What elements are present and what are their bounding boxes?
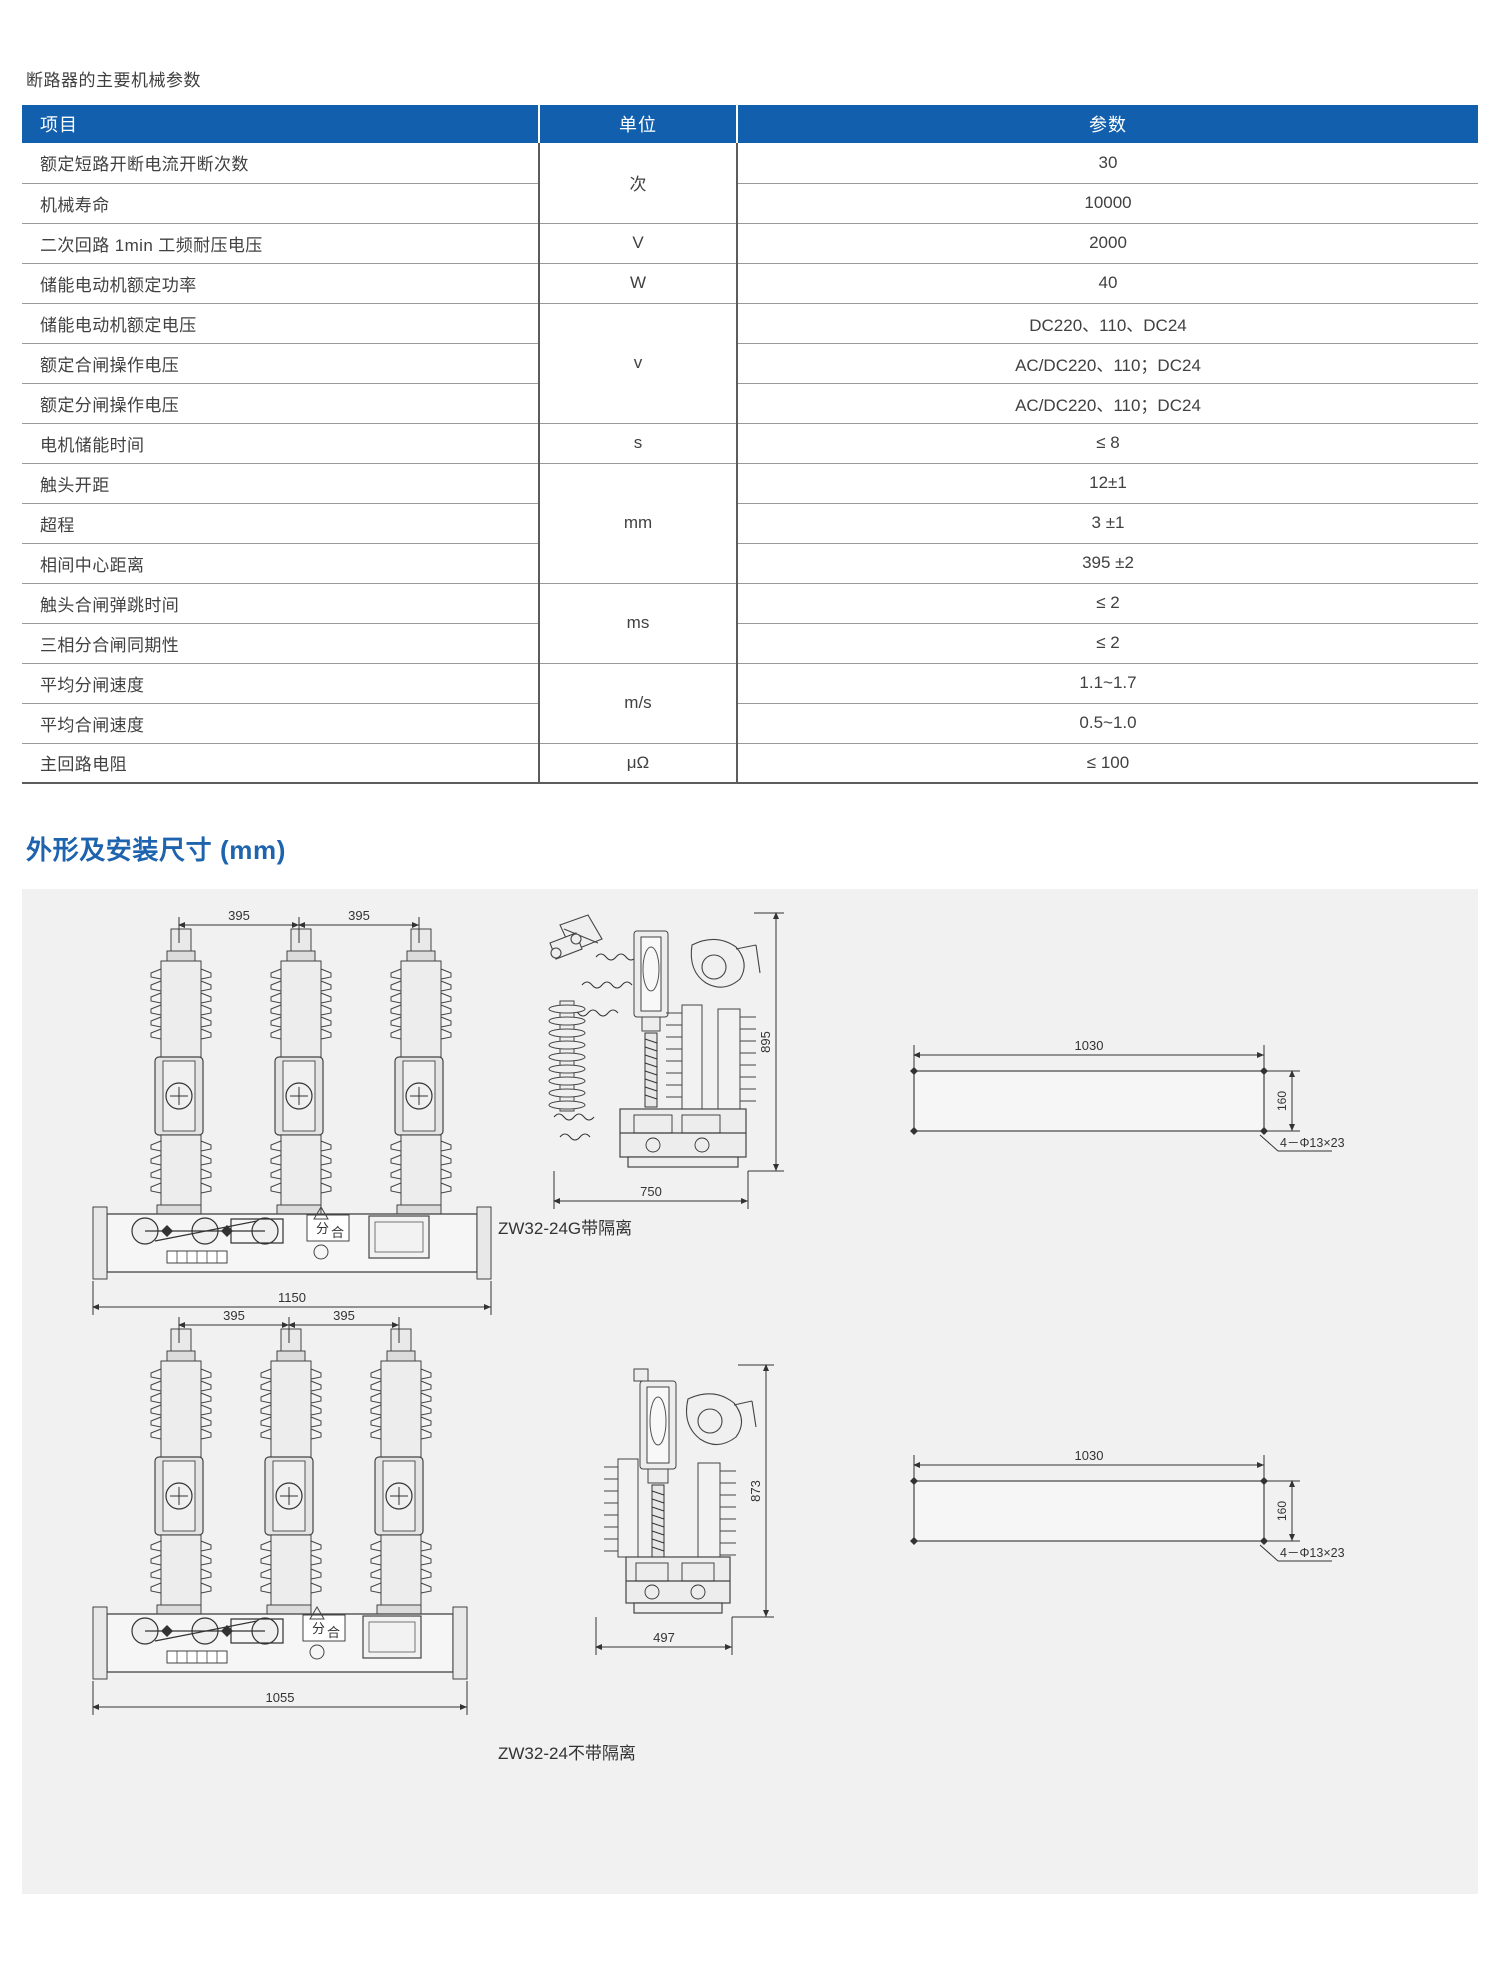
dim-1150: 1150 (278, 1290, 306, 1305)
row-unit: W (539, 263, 738, 304)
row-item-label: 机械寿命 (22, 183, 540, 224)
row-item-label: 相间中心距离 (22, 543, 540, 584)
table-caption: 断路器的主要机械参数 (26, 71, 201, 90)
table-row: 超程 3 ±1 (22, 503, 1478, 544)
row-unit: v (539, 303, 738, 424)
table-row: 额定短路开断电流开断次数 次 30 (22, 143, 1478, 224)
bottom-front-view: 395 395 (92, 1308, 468, 1715)
bottom-side-view: 873 497 (595, 1364, 774, 1655)
table-row: 电机储能时间 s ≤ 8 (22, 423, 1478, 464)
dimensions-heading: 外形及安装尺寸 (mm) (26, 835, 286, 865)
top-front-view: 395 395 (92, 908, 492, 1315)
table-row: 主回路电阻 μΩ ≤ 100 (22, 743, 1478, 784)
dim-1030-bottom: 1030 (1075, 1448, 1104, 1463)
table-row: 储能电动机额定功率 W 40 (22, 263, 1478, 304)
row-value: ≤ 2 (737, 623, 1478, 664)
table-row: 二次回路 1min 工频耐压电压 V 2000 (22, 223, 1478, 264)
row-item-label: 平均合闸速度 (22, 703, 540, 744)
table-row: 触头合闸弹跳时间 ms ≤ 2 (22, 583, 1478, 664)
hole-note-top: 4－Φ13×23 (1280, 1136, 1345, 1150)
table-body: 额定短路开断电流开断次数 次 30 机械寿命 10000 二次回路 1min 工… (22, 143, 1478, 784)
dim-1055: 1055 (266, 1690, 295, 1705)
row-item-label: 储能电动机额定电压 (22, 303, 540, 344)
row-item-label: 平均分闸速度 (22, 663, 540, 704)
row-value: 3 ±1 (737, 503, 1478, 544)
column-header-unit: 单位 (539, 105, 738, 143)
row-item-label: 触头开距 (22, 463, 540, 504)
table-row: 额定合闸操作电压 AC/DC220、110；DC24 (22, 343, 1478, 384)
row-item-label: 触头合闸弹跳时间 (22, 583, 540, 624)
dim-395-left-2: 395 (223, 1308, 245, 1323)
row-value: 30 (737, 143, 1478, 184)
row-value: ≤ 100 (737, 743, 1478, 784)
row-unit: m/s (539, 663, 738, 744)
dim-895: 895 (758, 1031, 773, 1053)
dim-395-right: 395 (348, 908, 370, 923)
drawings-panel: 395 395 (22, 889, 1478, 1894)
row-unit: V (539, 223, 738, 264)
row-value: 2000 (737, 223, 1478, 264)
indicator-open-label-2: 分 (312, 1621, 325, 1636)
outline-dimension-drawings: 395 395 (92, 908, 1345, 1763)
row-item-label: 电机储能时间 (22, 423, 540, 464)
table-row: 机械寿命 10000 (22, 183, 1478, 224)
table-head: 项目 单位 参数 (22, 105, 1478, 143)
table-row: 三相分合闸同期性 ≤ 2 (22, 623, 1478, 664)
dim-497: 497 (653, 1630, 675, 1645)
table-row: 触头开距 mm 12±1 (22, 463, 1478, 584)
row-item-label: 额定合闸操作电压 (22, 343, 540, 384)
dim-395-left: 395 (228, 908, 250, 923)
dim-160-bottom: 160 (1275, 1501, 1289, 1521)
column-header-item: 项目 (22, 105, 540, 143)
datasheet-page: 断路器的主要机械参数 项目 单位 参数 额定短路开断电流开断次数 次 30 机械… (0, 66, 1500, 1894)
row-value: DC220、110、DC24 (737, 303, 1478, 344)
row-item-label: 三相分合闸同期性 (22, 623, 540, 664)
row-value: ≤ 2 (737, 583, 1478, 624)
table-header-row: 项目 单位 参数 (22, 105, 1478, 143)
column-header-parameter: 参数 (737, 105, 1478, 143)
row-value: 10000 (737, 183, 1478, 224)
row-unit: μΩ (539, 743, 738, 784)
hole-note-bottom: 4－Φ13×23 (1280, 1546, 1345, 1560)
row-item-label: 超程 (22, 503, 540, 544)
row-unit: ms (539, 583, 738, 664)
dim-750: 750 (640, 1184, 662, 1199)
row-item-label: 额定短路开断电流开断次数 (22, 143, 540, 184)
row-unit: s (539, 423, 738, 464)
row-item-label: 主回路电阻 (22, 743, 540, 784)
row-value: AC/DC220、110；DC24 (737, 383, 1478, 424)
row-item-label: 额定分闸操作电压 (22, 383, 540, 424)
row-value: AC/DC220、110；DC24 (737, 343, 1478, 384)
row-unit: 次 (539, 143, 738, 224)
row-value: ≤ 8 (737, 423, 1478, 464)
caption-top-drawing: ZW32-24G带隔离 (498, 1219, 632, 1238)
table-row: 平均分闸速度 m/s 1.1~1.7 (22, 663, 1478, 744)
indicator-close-label-2: 合 (327, 1625, 340, 1640)
table-row: 相间中心距离 395 ±2 (22, 543, 1478, 584)
row-value: 0.5~1.0 (737, 703, 1478, 744)
row-value: 1.1~1.7 (737, 663, 1478, 704)
dim-873: 873 (748, 1480, 763, 1502)
mechanical-parameters-table: 项目 单位 参数 额定短路开断电流开断次数 次 30 机械寿命 10000 二次… (22, 105, 1478, 784)
dim-160-top: 160 (1275, 1091, 1289, 1111)
dim-1030-top: 1030 (1075, 1038, 1104, 1053)
row-value: 40 (737, 263, 1478, 304)
row-item-label: 储能电动机额定功率 (22, 263, 540, 304)
top-side-view: 895 750 (548, 912, 784, 1209)
dim-395-right-2: 395 (333, 1308, 355, 1323)
row-item-label: 二次回路 1min 工频耐压电压 (22, 223, 540, 264)
row-value: 12±1 (737, 463, 1478, 504)
bottom-mounting-plan: 1030 160 4－Φ13×23 (910, 1448, 1345, 1562)
row-value: 395 ±2 (737, 543, 1478, 584)
table-row: 额定分闸操作电压 AC/DC220、110；DC24 (22, 383, 1478, 424)
row-unit: mm (539, 463, 738, 584)
table-row: 储能电动机额定电压 v DC220、110、DC24 (22, 303, 1478, 424)
top-mounting-plan: 1030 160 4－Φ13×23 (910, 1038, 1345, 1152)
indicator-open-label: 分 (316, 1221, 329, 1236)
indicator-close-label: 合 (331, 1225, 344, 1240)
caption-bottom-drawing: ZW32-24不带隔离 (498, 1744, 636, 1763)
table-row: 平均合闸速度 0.5~1.0 (22, 703, 1478, 744)
